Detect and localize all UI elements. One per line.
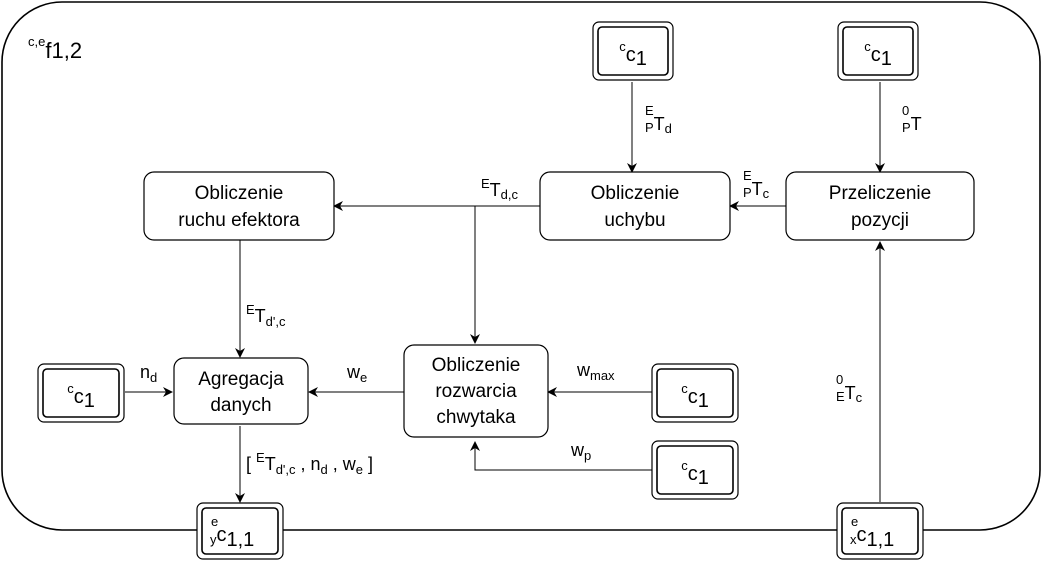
svg-text:cc1: cc1: [619, 39, 647, 70]
svg-text:E: E: [743, 168, 752, 183]
svg-text:cc1: cc1: [681, 458, 709, 489]
port-ey-c11[interactable]: e yc1,1: [196, 502, 284, 560]
node-agregacja-danych[interactable]: Agregacja danych: [173, 357, 309, 425]
port-c-top-mid[interactable]: cc1: [592, 21, 674, 81]
svg-text:wp: wp: [570, 440, 591, 463]
svg-text:PT: PT: [902, 114, 922, 135]
svg-text:e: e: [211, 514, 218, 529]
node-label: uchybu: [604, 210, 665, 231]
svg-text:0: 0: [902, 103, 909, 118]
label-w-p: wp: [570, 440, 591, 463]
node-label: Obliczenie: [195, 183, 284, 204]
frame-title: c,ef1,2: [28, 34, 82, 63]
svg-text:cc1: cc1: [681, 381, 709, 412]
svg-text:yc1,1: yc1,1: [210, 524, 254, 551]
node-label: Obliczenie: [432, 355, 521, 376]
svg-text:PTc: PTc: [743, 179, 770, 201]
label-0-E-T-c: 0 ETc: [836, 372, 863, 405]
svg-text:0: 0: [836, 372, 843, 387]
node-label: Obliczenie: [591, 183, 680, 204]
label-E-P-T-d: E PTd: [645, 103, 672, 136]
node-label: pozycji: [851, 210, 909, 231]
node-obliczenie-uchybu[interactable]: Obliczenie uchybu: [539, 171, 731, 241]
node-label: danych: [210, 395, 271, 416]
svg-text:ETc: ETc: [836, 383, 863, 405]
svg-text:cc1: cc1: [864, 39, 892, 70]
label-E-T-dc: ETd,c: [481, 176, 519, 202]
port-ex-c11[interactable]: e xc1,1: [836, 502, 924, 560]
edge-cwp-rozwarcia: [470, 441, 652, 471]
svg-text:ETd',c: ETd',c: [246, 302, 286, 329]
svg-text:ETd,c: ETd,c: [481, 176, 519, 202]
svg-text:e: e: [851, 514, 858, 529]
port-c-wp[interactable]: cc1: [651, 440, 739, 500]
outer-frame: [1, 1, 1041, 531]
svg-text:nd: nd: [140, 362, 157, 385]
svg-text:E: E: [645, 103, 654, 118]
node-obliczenie-rozwarcia[interactable]: Obliczenie rozwarcia chwytaka: [403, 344, 549, 438]
svg-text:[ ETd',c , nd , we ]: [ ETd',c , nd , we ]: [246, 450, 373, 477]
svg-text:xc1,1: xc1,1: [850, 524, 894, 551]
node-label: chwytaka: [436, 407, 516, 428]
node-przeliczenie-pozycji[interactable]: Przeliczenie pozycji: [785, 171, 975, 241]
node-label: Przeliczenie: [829, 183, 931, 204]
label-w-max: wmax: [576, 360, 615, 383]
node-obliczenie-ruchu[interactable]: Obliczenie ruchu efektora: [143, 171, 335, 241]
svg-text:PTd: PTd: [645, 114, 672, 136]
port-c-wmax[interactable]: cc1: [651, 363, 739, 423]
svg-text:we: we: [346, 362, 367, 385]
label-E-P-T-c: E PTc: [743, 168, 770, 201]
node-label: ruchu efektora: [178, 210, 300, 231]
label-E-T-dprime-c: ETd',c: [246, 302, 286, 329]
node-label: rozwarcia: [435, 381, 517, 402]
label-0-P-T: 0 PT: [902, 103, 922, 135]
node-label: Agregacja: [198, 369, 284, 390]
label-n-d: nd: [140, 362, 157, 385]
label-aggregate-tuple: [ ETd',c , nd , we ]: [246, 450, 373, 477]
port-c-left[interactable]: cc1: [37, 363, 125, 423]
svg-text:cc1: cc1: [67, 381, 95, 412]
svg-text:wmax: wmax: [576, 360, 615, 383]
port-c-top-right[interactable]: cc1: [837, 21, 919, 81]
label-w-e: we: [346, 362, 367, 385]
